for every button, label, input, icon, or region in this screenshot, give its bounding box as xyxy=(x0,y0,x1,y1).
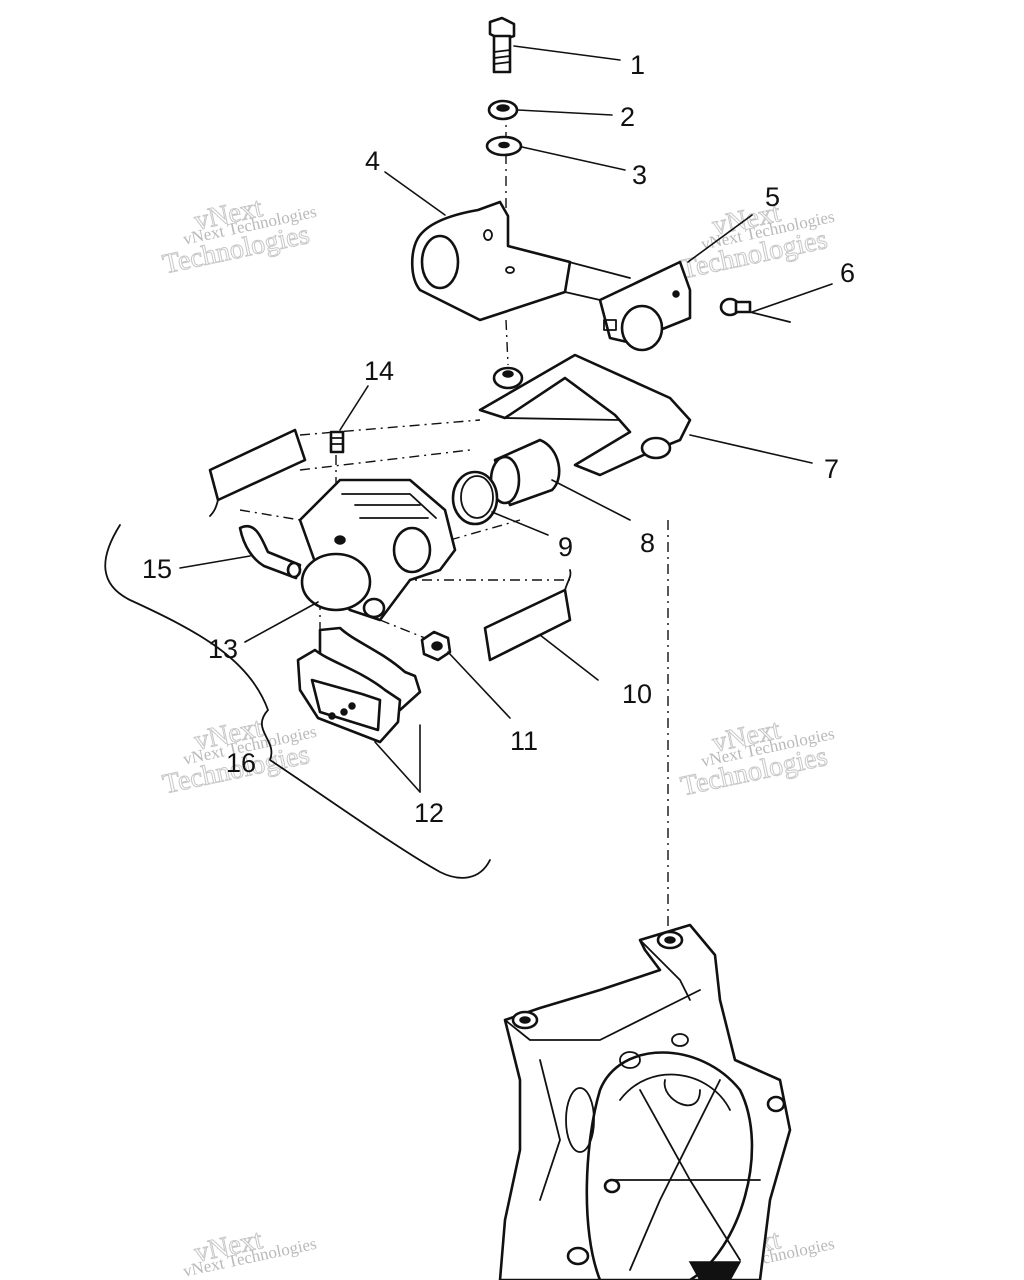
watermark-mid-right: vNext vNext Technologies Technologies xyxy=(678,714,837,803)
watermark-top-right: vNext vNext Technologies Technologies xyxy=(678,197,837,286)
watermark-top-left: vNext vNext Technologies Technologies xyxy=(160,192,319,281)
part-bleeder-screw xyxy=(329,430,345,454)
callout-2: 2 xyxy=(620,102,635,132)
callout-12: 12 xyxy=(414,798,444,828)
part-piston xyxy=(489,438,561,507)
callout-8: 8 xyxy=(640,528,655,558)
part-pad-clip-upper xyxy=(208,428,307,517)
callout-6: 6 xyxy=(840,258,855,288)
callout-10: 10 xyxy=(622,679,652,709)
callout-3: 3 xyxy=(632,160,647,190)
leader-lines xyxy=(179,45,833,793)
callout-15: 15 xyxy=(142,554,172,584)
part-pad-clip-lower xyxy=(483,569,572,662)
part-brake-line xyxy=(238,524,302,580)
callout-14: 14 xyxy=(364,356,394,386)
part-brake-pads xyxy=(296,626,422,744)
callout-7: 7 xyxy=(824,454,839,484)
part-lock-washer xyxy=(487,99,519,121)
callout-5: 5 xyxy=(765,182,780,212)
callout-1: 1 xyxy=(630,50,645,80)
watermark-mid-left: vNext vNext Technologies Technologies xyxy=(160,712,319,801)
watermark-bottom-left: vNext vNext Technologies xyxy=(181,1224,318,1280)
callout-11: 11 xyxy=(510,726,538,756)
part-flat-washer xyxy=(485,135,523,157)
callout-13: 13 xyxy=(208,634,238,664)
callout-9: 9 xyxy=(558,532,573,562)
callout-labels: 1 2 3 4 5 6 7 8 9 10 11 12 13 14 15 16 xyxy=(142,50,855,828)
callout-16: 16 xyxy=(226,748,256,778)
part-piston-seal xyxy=(451,470,499,526)
part-bolt xyxy=(488,16,516,74)
part-mounting-bracket xyxy=(410,200,631,322)
part-spindle xyxy=(498,923,792,1280)
callout-4: 4 xyxy=(365,146,380,176)
part-actuator-arm xyxy=(598,260,692,352)
part-screw xyxy=(719,297,791,323)
group-bracket-16 xyxy=(104,524,491,879)
part-bleeder-nut xyxy=(420,630,452,662)
part-caliper-frame xyxy=(478,353,692,477)
part-caliper-body xyxy=(298,478,457,622)
